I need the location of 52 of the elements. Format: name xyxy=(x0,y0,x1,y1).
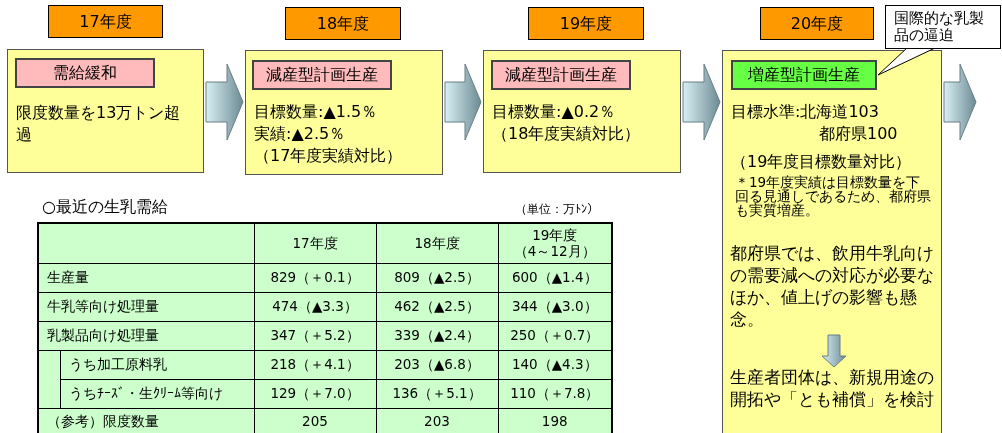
year-label-box: 17年度 xyxy=(48,5,163,38)
body-text: 目標数量:▲1.5％ xyxy=(254,101,379,123)
column-header: 17年度 xyxy=(292,235,338,252)
table-cell: 809（▲2.5） xyxy=(376,263,498,292)
body-text: 目標水準:北海道103 xyxy=(731,101,880,123)
step-card xyxy=(722,50,942,433)
table-title: ○最近の生乳需給 xyxy=(42,196,168,218)
table-cell: 218（＋4.1） xyxy=(254,350,376,379)
table-cell: 339（▲2.4） xyxy=(376,321,498,350)
body-text: （18年度実績対比） xyxy=(492,123,642,145)
callout-pointer xyxy=(877,47,936,76)
note-paragraph: 生産者団体は、新規用途の開拓や「とも補償」を検討 xyxy=(730,367,938,433)
note-paragraph: 都府県では、飲用牛乳向けの需要減への対応が必要なほか、値上げの影響も懸念。 xyxy=(730,243,938,335)
column-header: （4～12月） xyxy=(512,243,597,260)
heading-box: 需給緩和 xyxy=(15,58,155,88)
body-text: 限度数量を13万トン超過 xyxy=(16,102,182,146)
body-text: （17年度実績対比） xyxy=(254,145,404,167)
block-arrow xyxy=(821,334,847,368)
table-cell: 129（＋7.0） xyxy=(254,379,376,408)
table-cell: 136（＋5.1） xyxy=(376,379,498,408)
heading-box: 減産型計画生産 xyxy=(252,60,392,90)
block-arrow xyxy=(444,63,482,141)
block-arrow xyxy=(943,63,977,141)
heading-box: 増産型計画生産 xyxy=(731,60,877,90)
table-cell: 474（▲3.3） xyxy=(254,292,376,321)
unit-note: （単位：万ﾄﾝ） xyxy=(515,201,599,218)
year-label-box: 19年度 xyxy=(528,7,644,40)
table-cell: 347（＋5.2） xyxy=(254,321,376,350)
row-header: うちﾁｰｽﾞ・生ｸﾘｰﾑ等向け xyxy=(60,379,254,408)
column-header: 18年度 xyxy=(414,235,460,252)
row-header: （参考）限度数量 xyxy=(38,408,254,433)
body-text: ＊19年度実績は目標数量を下回る見通しであるため、都府県も実質増産。 xyxy=(734,175,932,217)
table-cell: 829（＋0.1） xyxy=(254,263,376,292)
step-card xyxy=(7,49,204,173)
table-cell: 462（▲2.5） xyxy=(376,292,498,321)
row-header: 生産量 xyxy=(38,263,254,292)
column-header: 19年度 xyxy=(531,227,579,244)
row-header: 乳製品向け処理量 xyxy=(38,321,254,350)
body-text: 目標数量:▲0.2％ xyxy=(492,101,617,123)
year-label-box: 18年度 xyxy=(285,7,401,40)
block-arrow xyxy=(205,63,244,141)
block-arrow xyxy=(682,63,721,141)
table-cell: 203（▲6.8） xyxy=(376,350,498,379)
body-text: 実績:▲2.5％ xyxy=(254,123,347,145)
row-header: うち加工原料乳 xyxy=(60,350,254,379)
year-label-box: 20年度 xyxy=(760,7,874,40)
body-text: （19年度目標数量対比） xyxy=(731,151,913,173)
heading-box: 減産型計画生産 xyxy=(491,60,631,90)
step-card xyxy=(483,50,681,173)
row-header: 牛乳等向け処理量 xyxy=(38,292,254,321)
step-card xyxy=(245,50,443,175)
body-text: 都府県100 xyxy=(818,123,899,145)
